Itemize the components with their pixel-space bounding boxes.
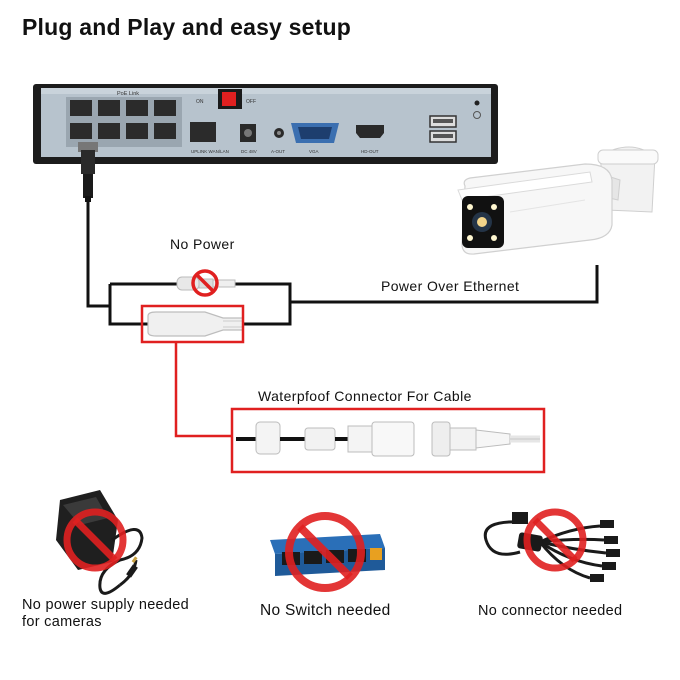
page-title: Plug and Play and easy setup [22, 14, 351, 40]
splitter-cable [483, 520, 607, 580]
no-power-supply-caption-line1: No power supply needed [22, 597, 190, 613]
dc-jack-label: DC 48V [241, 149, 257, 154]
splitter-highlight-box [140, 304, 245, 344]
poe-splitter [147, 311, 244, 337]
bullet-camera [457, 146, 659, 255]
no-adapter-prohibit-icon [63, 508, 127, 572]
usb-ports [429, 115, 457, 143]
ethernet-plug [78, 142, 98, 202]
waterproof-connector-label: Waterpfoof Connector For Cable [258, 388, 472, 404]
power-switch: ON OFF [196, 89, 256, 109]
uplink-port-label: UPLINK WAN/LAN [191, 149, 229, 154]
highlight-connector-line [174, 342, 232, 438]
no-power-supply-caption: No power supply needed for cameras [22, 597, 189, 631]
audio-out-label: A-OUT [271, 149, 285, 154]
no-power-supply-caption-line2: for cameras [22, 614, 102, 630]
uplink-port [190, 122, 216, 142]
no-switch-prohibit-icon [285, 512, 365, 592]
waterproof-highlight-box [230, 407, 546, 474]
no-switch-caption: No Switch needed [260, 602, 391, 619]
no-connector-caption: No connector needed [478, 603, 623, 619]
nvr-recorder: PoE Link UPLINK WAN/LAN ON OFF [33, 84, 498, 164]
poe-port-block: PoE Link [66, 91, 182, 147]
power-switch-on-label: ON [196, 99, 204, 105]
hdmi-label: HD-OUT [361, 149, 379, 154]
poe-link-label: PoE Link [117, 91, 139, 97]
waterproof-connector [236, 421, 540, 457]
no-connector-prohibit-icon [523, 508, 587, 572]
vga-label: VGA [309, 149, 319, 154]
hdmi-port [356, 125, 384, 138]
no-power-prohibit-icon [191, 269, 219, 297]
power-switch-off-label: OFF [246, 99, 256, 105]
poe-label: Power Over Ethernet [381, 278, 520, 294]
no-power-label: No Power [170, 236, 235, 252]
